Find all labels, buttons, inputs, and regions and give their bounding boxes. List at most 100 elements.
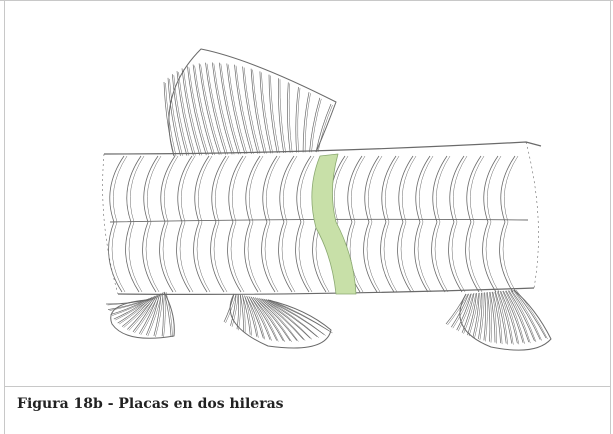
- lower-plate-edge: [194, 222, 207, 292]
- upper-plate-edge: [399, 156, 413, 222]
- lower-plate-inner: [231, 222, 244, 292]
- lower-plate-edge: [432, 222, 445, 292]
- dorsal-fin-ray-pair: [305, 93, 310, 152]
- lower-plate-inner: [435, 222, 448, 292]
- upper-plate-edge: [195, 156, 209, 222]
- upper-plate-inner: [470, 156, 484, 222]
- pectoral-fin-ray-pair: [155, 293, 163, 337]
- anal-fin-ray: [487, 292, 490, 341]
- pectoral-fin: [106, 292, 174, 338]
- upper-plate-edge: [263, 156, 277, 222]
- dorsal-fin-ray: [287, 82, 290, 152]
- lower-plate-inner: [367, 222, 380, 292]
- upper-plate-edge: [433, 156, 447, 222]
- upper-plate-inner: [249, 156, 263, 222]
- dorsal-fin-ray: [212, 63, 232, 155]
- lower-plate-inner: [180, 222, 193, 292]
- upper-plate-edge: [161, 156, 175, 222]
- upper-plate-inner: [232, 156, 246, 222]
- lower-plate-edge: [245, 222, 258, 292]
- dorsal-fin-ray-pair: [289, 83, 292, 152]
- upper-plate-edge: [467, 156, 481, 222]
- lower-plate-inner: [469, 222, 482, 292]
- upper-plate-edge: [246, 156, 260, 222]
- upper-plate-edge: [450, 156, 464, 222]
- upper-plate-inner: [147, 156, 161, 222]
- upper-plate-inner: [504, 156, 518, 222]
- upper-plate-edge: [501, 156, 515, 222]
- upper-plate-inner: [198, 156, 212, 222]
- frame-border-right: [610, 0, 611, 434]
- dorsal-fin-ray-pair: [174, 75, 189, 155]
- highlighted-plate: [312, 154, 356, 294]
- dorsal-fin-ray: [303, 92, 309, 152]
- upper-plate-edge: [365, 156, 379, 222]
- upper-plate-edge: [212, 156, 226, 222]
- lower-plate-inner: [486, 222, 499, 292]
- upper-plate-edge: [348, 156, 362, 222]
- lower-plate-inner: [248, 222, 261, 292]
- upper-plate-inner: [334, 156, 348, 222]
- lower-plate-inner: [452, 222, 465, 292]
- dorsal-fin-ray-pair: [298, 88, 300, 152]
- upper-plate-inner: [215, 156, 229, 222]
- upper-plate-edge: [144, 156, 158, 222]
- lower-plate-edge: [398, 222, 411, 292]
- lower-plate-edge: [228, 222, 241, 292]
- lower-plate-inner: [401, 222, 414, 292]
- lower-plate-edge: [415, 222, 428, 292]
- frame-border-top: [0, 0, 613, 1]
- upper-plate-inner: [419, 156, 433, 222]
- lower-plate-inner: [265, 222, 278, 292]
- dorsal-fin-ray-pair: [280, 79, 286, 153]
- upper-plate-inner: [487, 156, 501, 222]
- upper-plate-edge: [297, 156, 311, 222]
- dorsal-fin-ray-pair: [179, 72, 196, 155]
- upper-plate-inner: [368, 156, 382, 222]
- body-dorsal-edge: [104, 142, 541, 154]
- upper-plate-inner: [385, 156, 399, 222]
- lower-plate-edge: [279, 222, 292, 292]
- lower-plate-inner: [112, 222, 125, 292]
- upper-plate-edge: [110, 156, 124, 222]
- dorsal-fin-ray-pair: [318, 105, 333, 152]
- lower-plate-inner: [146, 222, 159, 292]
- frame-border-left: [4, 0, 5, 434]
- anal-fin: [446, 290, 551, 350]
- lower-plate-inner: [129, 222, 142, 292]
- lower-plate-inner: [384, 222, 397, 292]
- upper-plate-edge: [280, 156, 294, 222]
- lower-plate-edge: [109, 222, 122, 292]
- upper-plate-edge: [127, 156, 141, 222]
- body-ventral-edge: [118, 288, 534, 294]
- upper-plate-inner: [181, 156, 195, 222]
- lower-plate-edge: [449, 222, 462, 292]
- body-rear-cut: [526, 142, 539, 288]
- lower-plate-edge: [211, 222, 224, 292]
- upper-plate-edge: [416, 156, 430, 222]
- pectoral-fin-ray-pair: [164, 293, 166, 338]
- caption-divider: [5, 386, 610, 387]
- body-front-cut: [103, 154, 118, 294]
- dorsal-fin-ray-pair: [207, 64, 228, 155]
- pelvic-fin-ray-pair: [245, 296, 252, 336]
- upper-plate-edge: [484, 156, 498, 222]
- lower-plate-edge: [177, 222, 190, 292]
- upper-plate-inner: [402, 156, 416, 222]
- dorsal-fin-ray: [251, 69, 264, 154]
- upper-plate-inner: [113, 156, 127, 222]
- lower-plate-edge: [143, 222, 156, 292]
- lower-plate-inner: [214, 222, 227, 292]
- lower-plate-edge: [483, 222, 496, 292]
- lower-plate-edge: [262, 222, 275, 292]
- lower-plate-inner: [418, 222, 431, 292]
- upper-plate-inner: [130, 156, 144, 222]
- lower-plate-edge: [500, 222, 513, 292]
- lower-plate-inner: [197, 222, 210, 292]
- lower-plate-edge: [381, 222, 394, 292]
- highlighted-plate-column: [312, 154, 356, 294]
- dorsal-fin: [164, 49, 336, 156]
- pelvic-fin: [224, 294, 333, 348]
- upper-plate-inner: [164, 156, 178, 222]
